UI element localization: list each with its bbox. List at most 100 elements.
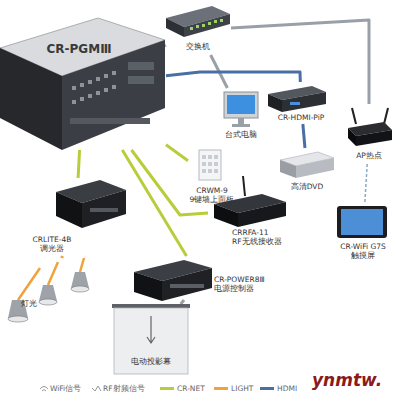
legend-item: CR-NET <box>160 384 205 393</box>
legend-text: HDMI <box>277 384 297 393</box>
device-name: 交换机 <box>165 43 231 52</box>
legend-swatch <box>214 387 228 390</box>
connector-line <box>78 150 79 178</box>
device-node: CR-POWER8Ⅲ电源控制器 <box>132 256 270 304</box>
device-node: AP热点 <box>342 104 396 164</box>
power-outlets <box>170 284 204 288</box>
rf-icon <box>92 386 101 391</box>
rf-antenna <box>243 176 245 196</box>
screen-housing <box>112 304 190 308</box>
device-name: CRWM-9 <box>188 187 236 196</box>
device-label: 台式电脑 <box>218 131 264 140</box>
legend-text: LIGHT <box>231 384 253 393</box>
power-front <box>162 268 212 301</box>
rf-front <box>238 202 286 227</box>
device-node: CR-WiFi G7S触摸屏 <box>330 202 396 264</box>
wifi-icon <box>40 387 48 392</box>
tablet-frame <box>337 206 387 238</box>
device-label: CR-WiFi G7S触摸屏 <box>330 243 396 260</box>
device-name: CRRFA-11 <box>232 229 292 238</box>
device-name: 电源控制器 <box>214 285 270 294</box>
connector-line <box>122 150 186 256</box>
legend-item: HDMI <box>260 384 297 393</box>
device-label: 交换机 <box>165 43 231 52</box>
device-name: 电动投影幕 <box>108 358 194 367</box>
legend-item: RF射频信号 <box>103 384 145 394</box>
device-name: 触摸屏 <box>330 252 396 261</box>
pip-led <box>290 102 300 105</box>
device-node: 交换机 <box>165 5 231 55</box>
device-label: 高清DVD <box>278 183 336 192</box>
ap-antenna <box>352 108 356 124</box>
device-name: RF无线接收器 <box>232 238 292 247</box>
device-label: 灯光 <box>14 300 44 309</box>
dimmer-terminal <box>90 208 118 212</box>
pip-front <box>282 92 326 112</box>
device-label: CR-POWER8Ⅲ电源控制器 <box>214 276 270 293</box>
connector-line <box>365 164 367 202</box>
connector-line <box>166 72 300 82</box>
panel-buttons <box>202 155 218 173</box>
dimmer-side <box>56 192 82 228</box>
device-node: 灯光 <box>0 256 100 326</box>
connector-line <box>303 124 305 148</box>
dvd-front <box>296 158 334 178</box>
connector-line <box>60 256 64 258</box>
connector-line <box>231 20 369 104</box>
legend-swatch <box>160 387 174 390</box>
screen-arrow <box>147 316 155 343</box>
device-label: 电动投影幕 <box>108 358 194 367</box>
dimmer-front <box>82 190 126 228</box>
device-node: CR-PGMⅢ <box>0 20 166 150</box>
ap-antenna <box>384 108 388 124</box>
device-name: CR-WiFi G7S <box>330 243 396 252</box>
device-name: AP热点 <box>342 152 396 161</box>
device-name: CR-PGMⅢ <box>34 42 124 56</box>
device-node: CR-HDMI-PiP <box>266 82 336 124</box>
device-label: CRWM-99键墙上面板 <box>188 187 236 204</box>
ap-side <box>348 128 356 146</box>
legend-item: WiFi信号 <box>50 384 81 394</box>
switch-ports <box>190 19 223 30</box>
watermark: ynmtw. <box>312 370 382 390</box>
monitor-stand <box>238 118 244 124</box>
device-node: CRRFA-11RF无线接收器 <box>208 172 292 248</box>
device-label: AP热点 <box>342 152 396 161</box>
connector-line <box>166 145 188 161</box>
switch-side <box>166 18 184 37</box>
device-node: CRLITE-4B调光器 <box>22 178 130 258</box>
controller-side <box>0 48 62 150</box>
device-node: 高清DVD <box>278 148 336 194</box>
controller-ports <box>70 62 154 124</box>
ap-front <box>356 130 392 146</box>
device-label: CR-PGMⅢ <box>34 42 124 56</box>
dvd-side <box>280 160 296 178</box>
connector-line <box>181 300 184 304</box>
tablet-screen <box>341 209 383 235</box>
device-name: CR-POWER8Ⅲ <box>214 276 270 285</box>
device-node: 电动投影幕 <box>108 300 194 378</box>
device-name: CRLITE-4B <box>22 236 82 245</box>
spotlights <box>8 258 89 322</box>
device-name: 灯光 <box>14 300 44 309</box>
monitor-frame <box>224 92 258 118</box>
monitor-base <box>232 124 250 127</box>
device-name: 9键墙上面板 <box>188 196 236 205</box>
device-label: CRLITE-4B调光器 <box>22 236 82 253</box>
controller-front <box>62 40 165 150</box>
power-side <box>134 272 162 301</box>
device-name: 台式电脑 <box>218 131 264 140</box>
legend-swatch <box>260 387 274 390</box>
device-label: CRRFA-11RF无线接收器 <box>232 229 292 246</box>
device-label: CR-HDMI-PiP <box>266 114 336 123</box>
legend-text: CR-NET <box>177 384 205 393</box>
device-name: CR-HDMI-PiP <box>266 114 336 123</box>
connector-line <box>165 44 166 47</box>
legend-item: LIGHT <box>214 384 253 393</box>
wall-panel <box>199 150 221 180</box>
legend-text: WiFi信号 <box>50 384 81 394</box>
pip-side <box>268 94 282 112</box>
device-node: CRWM-99键墙上面板 <box>188 147 236 209</box>
device-node: 台式电脑 <box>218 88 264 142</box>
